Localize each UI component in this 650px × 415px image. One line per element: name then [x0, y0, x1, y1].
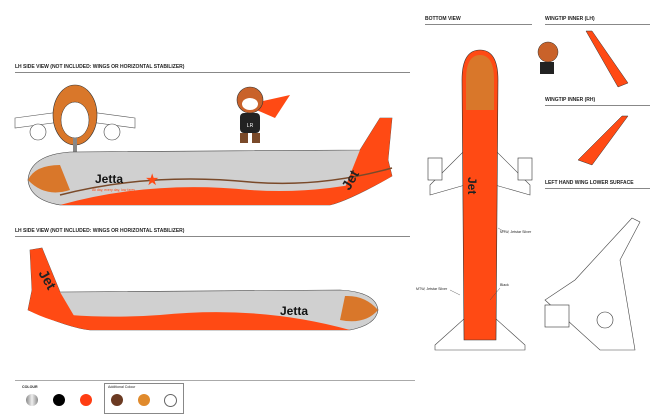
section-heading-wingtip-rh: WINGTIP INNER (RH) [545, 97, 650, 106]
section-heading-left-wing-lower: LEFT HAND WING LOWER SURFACE [545, 180, 650, 189]
callout-black: Black [500, 283, 509, 287]
star-icon: ★ [145, 172, 159, 189]
mascot-red-panda: LR [236, 86, 290, 143]
section-heading-lh-side-2: LH SIDE VIEW (NOT INCLUDED: WINGS OR HOR… [15, 228, 410, 237]
legend-divider [15, 380, 415, 381]
swatch-brown [111, 394, 123, 406]
swatch-silver [26, 394, 38, 406]
section-heading-bottom-view: BOTTOM VIEW [425, 16, 532, 25]
mascot-badge: LR [247, 123, 254, 129]
section-heading-lh-side-1: LH SIDE VIEW (NOT INCLUDED: WINGS OR HOR… [15, 64, 410, 73]
callout-silver-2: MTW, Jetstar Silver [416, 287, 448, 291]
fuselage-brand-2: Jetta [280, 304, 308, 318]
front-view-aircraft [14, 84, 136, 152]
side-view-aircraft-2: Jetta Jet [27, 247, 379, 331]
callout-silver-1: MTW, Jetstar Silver [500, 230, 532, 234]
swatch-white [164, 394, 177, 407]
belly-logo: Jet [465, 177, 479, 194]
fuselage-brand: Jetta [95, 172, 123, 186]
additional-colour-box [104, 383, 184, 414]
swatch-fox-orange [138, 394, 150, 406]
legend-additional-label: Additional Colour [108, 385, 136, 389]
swatch-black [53, 394, 65, 406]
swatch-orange [80, 394, 92, 406]
left-wing-lower [544, 217, 641, 351]
side-view-aircraft-1: Jetta ★ All day, every day, low fares Je… [27, 117, 393, 206]
section-heading-wingtip-lh: WINGTIP INNER (LH) [545, 16, 650, 25]
fuselage-slogan: All day, every day, low fares [92, 188, 135, 192]
legend-colour-label: COLOUR [22, 385, 38, 389]
wingtip-rh [577, 115, 629, 166]
wingtip-lh [537, 30, 629, 88]
bottom-view-aircraft: Jet [427, 49, 533, 351]
